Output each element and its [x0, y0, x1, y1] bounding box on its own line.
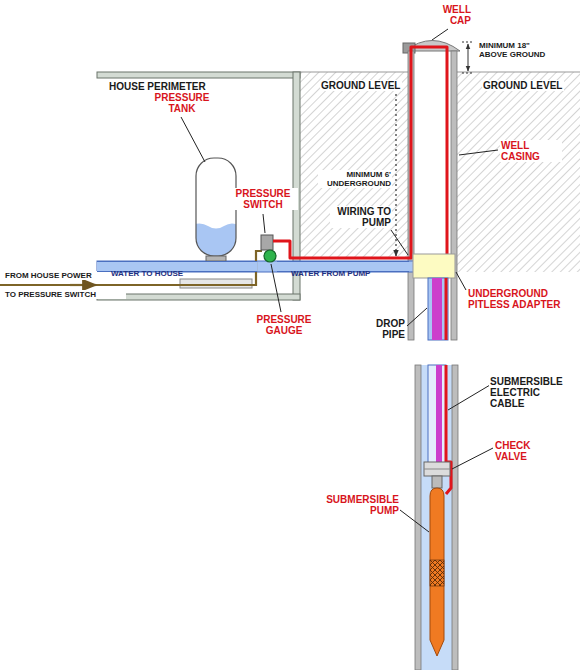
- callout-label: WELL CASING: [500, 140, 562, 162]
- well-casing: [408, 51, 457, 340]
- pipe-label: WATER TO HOUSE: [111, 269, 183, 278]
- check-valve-seam: [424, 469, 450, 470]
- callout-label: UNDERGROUND PITLESS ADAPTER: [467, 288, 577, 310]
- pressure-switch: [261, 235, 273, 250]
- callout-label: GROUND LEVEL: [320, 80, 402, 91]
- check-valve: [424, 462, 450, 476]
- callout-label: PRESSURE GAUGE: [248, 314, 320, 336]
- callout-label: PRESSURE TANK: [148, 92, 216, 114]
- ground-right: [457, 72, 580, 272]
- power-wire: [0, 251, 262, 285]
- drop-pipe-lower: [428, 365, 446, 463]
- ground-left: [300, 72, 408, 258]
- ground-line: [300, 72, 408, 73]
- pipe-band: WATER FROM PUMP: [277, 261, 409, 272]
- callout-label: FROM HOUSE POWER: [4, 271, 116, 280]
- callout-label: SUBMERSIBLE PUMP: [316, 494, 400, 516]
- dimension-6ft: [395, 84, 396, 256]
- well-casing-lower: [415, 365, 458, 670]
- pressure-tank: [190, 158, 240, 262]
- power-arrow: [70, 284, 96, 286]
- pump-intake: [430, 560, 444, 586]
- callout-label: WELL CAP: [428, 4, 472, 26]
- callout-label: HOUSE PERIMETER: [108, 81, 220, 92]
- callout-label: SUBMERSIBLE ELECTRIC CABLE: [489, 376, 577, 409]
- submersible-pump: [430, 488, 444, 656]
- pipe-band: WATER TO HOUSE: [97, 261, 257, 272]
- well-water: [421, 365, 452, 670]
- callout-label: CHECK VALVE: [494, 440, 556, 462]
- pitless-adapter: [413, 254, 455, 278]
- cable-lower: [436, 365, 442, 463]
- callout-label: TO PRESSURE SWITCH: [4, 290, 126, 299]
- leader-lines: [181, 29, 498, 532]
- callout-label: WIRING TO PUMP: [330, 206, 392, 228]
- pump-wiring: [273, 47, 447, 258]
- tank-base: [180, 279, 252, 288]
- pipe-label: WATER FROM PUMP: [291, 269, 370, 278]
- callout-label: GROUND LEVEL: [482, 80, 564, 91]
- callout-label: DROP PIPE: [352, 318, 406, 340]
- pump-coupling: [432, 476, 442, 488]
- callout-label: MINIMUM 6' UNDERGROUND: [318, 170, 392, 188]
- drop-pipe: [428, 278, 448, 340]
- dimension-18in: [462, 42, 474, 73]
- pump-wiring: [445, 278, 448, 340]
- callout-label: PRESSURE SWITCH: [228, 188, 298, 210]
- ground-line: [457, 72, 580, 73]
- pressure-gauge: [264, 250, 276, 262]
- cable: [432, 278, 442, 340]
- callout-label: MINIMUM 18" ABOVE GROUND: [478, 41, 552, 59]
